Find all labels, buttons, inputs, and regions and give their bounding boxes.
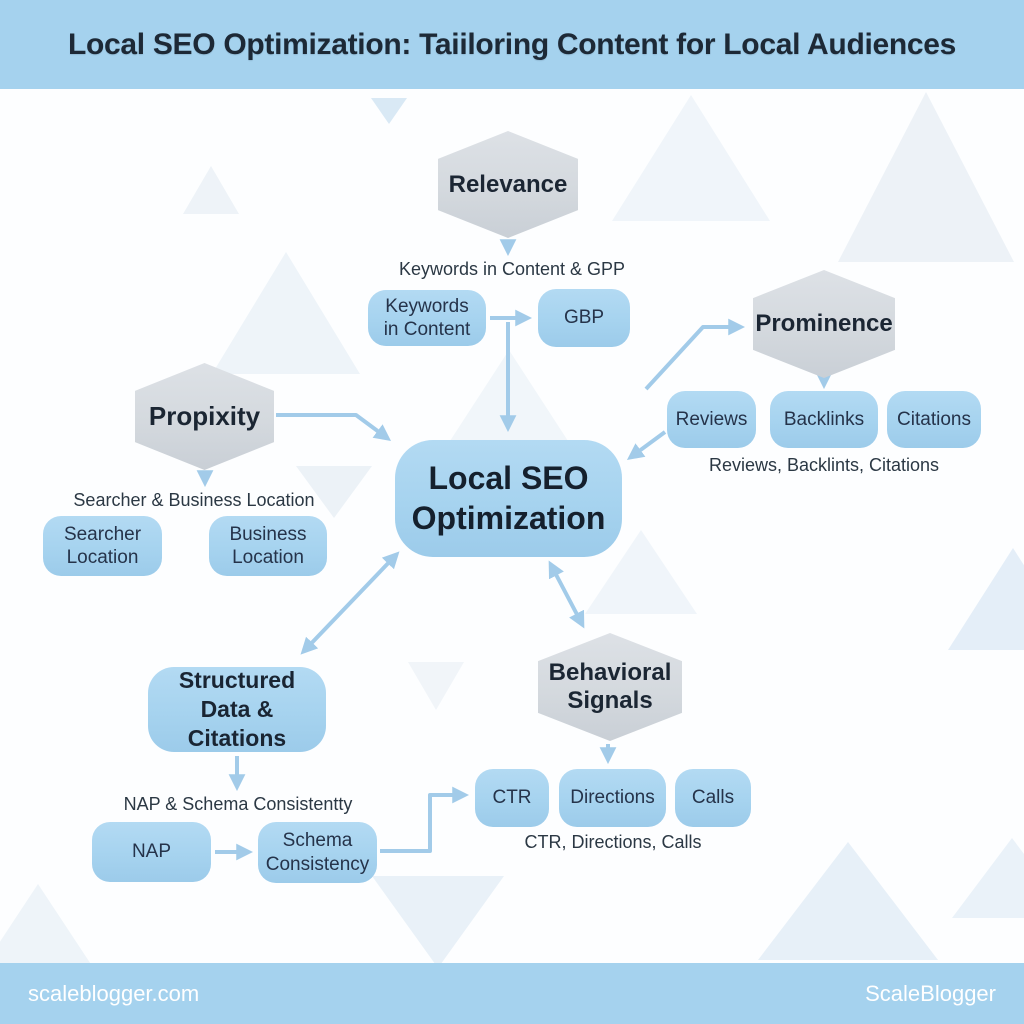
node-reviews: Reviews — [667, 391, 756, 448]
caption-structured: NAP & Schema Consistentty — [123, 794, 353, 814]
arrow-reviews-to-central — [626, 430, 667, 460]
arrow-schema-to-ctr — [380, 786, 470, 853]
footer-site-url: scaleblogger.com — [28, 980, 200, 1006]
footer-brand-name: ScaleBlogger — [865, 980, 996, 1006]
node-calls: Calls — [675, 769, 751, 827]
node-ctr: CTR — [475, 769, 549, 827]
caption-relevance: Keywords in Content & GPP — [398, 259, 626, 279]
arrow-proximity-to-central — [276, 413, 392, 442]
page-title: Local SEO Optimization: Taiiloring Conte… — [67, 27, 957, 61]
header-bar: Local SEO Optimization: Taiiloring Conte… — [0, 0, 1024, 89]
node-backlinks: Backlinks — [770, 391, 878, 448]
node-citations: Citations — [887, 391, 981, 448]
arrow-central-behavioral — [548, 560, 585, 629]
node-local-seo-optimization: Local SEO Optimization — [395, 440, 622, 557]
node-directions: Directions — [559, 769, 666, 827]
caption-behavioral: CTR, Directions, Calls — [524, 832, 702, 852]
node-searcher-location: Searcher Location — [43, 516, 162, 576]
node-business-location: Business Location — [209, 516, 327, 576]
node-keywords-in-content: Keywords in Content — [368, 290, 486, 346]
arrow-central-structured — [300, 551, 400, 655]
node-nap: NAP — [92, 822, 211, 882]
node-gbp: GBP — [538, 289, 630, 347]
arrow-central-to-prominence — [644, 318, 746, 391]
node-structured-data-citations: Structured Data & Citations — [148, 667, 326, 752]
caption-proximity: Searcher & Business Location — [73, 490, 315, 510]
footer-bar: scaleblogger.com ScaleBlogger — [0, 963, 1024, 1024]
caption-prominence: Reviews, Backlints, Citations — [708, 455, 940, 475]
node-schema-consistency: Schema Consistency — [258, 822, 377, 883]
